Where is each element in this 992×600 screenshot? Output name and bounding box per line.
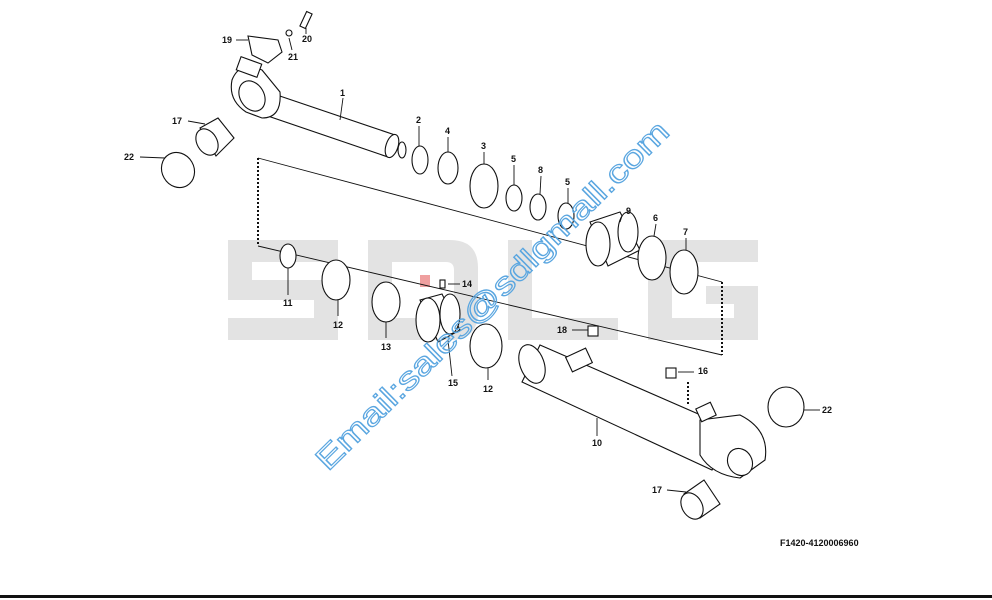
bushing-bottom bbox=[680, 479, 721, 520]
bottom-rule bbox=[0, 595, 992, 598]
ring-12b bbox=[469, 323, 503, 369]
callout-6: 6 bbox=[653, 213, 658, 223]
dust-ring-bottom bbox=[767, 386, 805, 428]
bushing-top bbox=[195, 117, 235, 157]
callout-19: 19 bbox=[222, 35, 232, 45]
callout-12: 12 bbox=[333, 320, 343, 330]
plug-16 bbox=[665, 367, 677, 379]
ring-8 bbox=[529, 193, 547, 221]
piston-15 bbox=[415, 293, 461, 343]
figure-id: F1420-4120006960 bbox=[780, 538, 859, 548]
callout-18: 18 bbox=[557, 325, 567, 335]
callout-5: 5 bbox=[565, 177, 570, 187]
callout-11: 11 bbox=[283, 298, 293, 308]
callout-12: 12 bbox=[483, 384, 493, 394]
callout-15: 15 bbox=[448, 378, 458, 388]
guide-head-9 bbox=[585, 211, 641, 267]
callout-22: 22 bbox=[124, 152, 134, 162]
callout-2: 2 bbox=[416, 115, 421, 125]
lock-plate bbox=[247, 35, 283, 64]
cylinder-tube bbox=[518, 344, 767, 479]
ring-6 bbox=[637, 235, 667, 281]
ring-7 bbox=[669, 249, 699, 295]
ring-5a bbox=[505, 184, 523, 212]
callouts: 19 20 21 1 17 22 2 4 3 5 8 5 9 6 7 11 12… bbox=[124, 34, 832, 495]
callout-4: 4 bbox=[445, 126, 450, 136]
callout-1: 1 bbox=[340, 88, 345, 98]
callout-13: 13 bbox=[381, 342, 391, 352]
callout-8: 8 bbox=[538, 165, 543, 175]
ring-3 bbox=[469, 163, 499, 209]
dust-ring-top bbox=[160, 151, 196, 189]
ring-12a bbox=[321, 259, 351, 301]
plug-18 bbox=[587, 325, 599, 337]
callout-21: 21 bbox=[288, 52, 298, 62]
ring-11 bbox=[279, 243, 297, 269]
callout-14: 14 bbox=[462, 279, 472, 289]
callout-17: 17 bbox=[172, 116, 182, 126]
callout-7: 7 bbox=[683, 227, 688, 237]
callout-17: 17 bbox=[652, 485, 662, 495]
callout-16: 16 bbox=[698, 366, 708, 376]
callout-20: 20 bbox=[302, 34, 312, 44]
callout-9: 9 bbox=[626, 206, 631, 216]
bolt bbox=[299, 10, 313, 30]
washer bbox=[285, 29, 293, 37]
part-14 bbox=[439, 279, 446, 289]
ring-5b bbox=[557, 202, 575, 230]
ring-13 bbox=[371, 281, 401, 323]
callout-3: 3 bbox=[481, 141, 486, 151]
seal-2 bbox=[411, 145, 429, 175]
seal-4 bbox=[437, 151, 459, 185]
callout-5: 5 bbox=[511, 154, 516, 164]
callout-10: 10 bbox=[592, 438, 602, 448]
piston-rod bbox=[230, 55, 407, 159]
callout-22: 22 bbox=[822, 405, 832, 415]
logo-accent bbox=[420, 275, 430, 287]
